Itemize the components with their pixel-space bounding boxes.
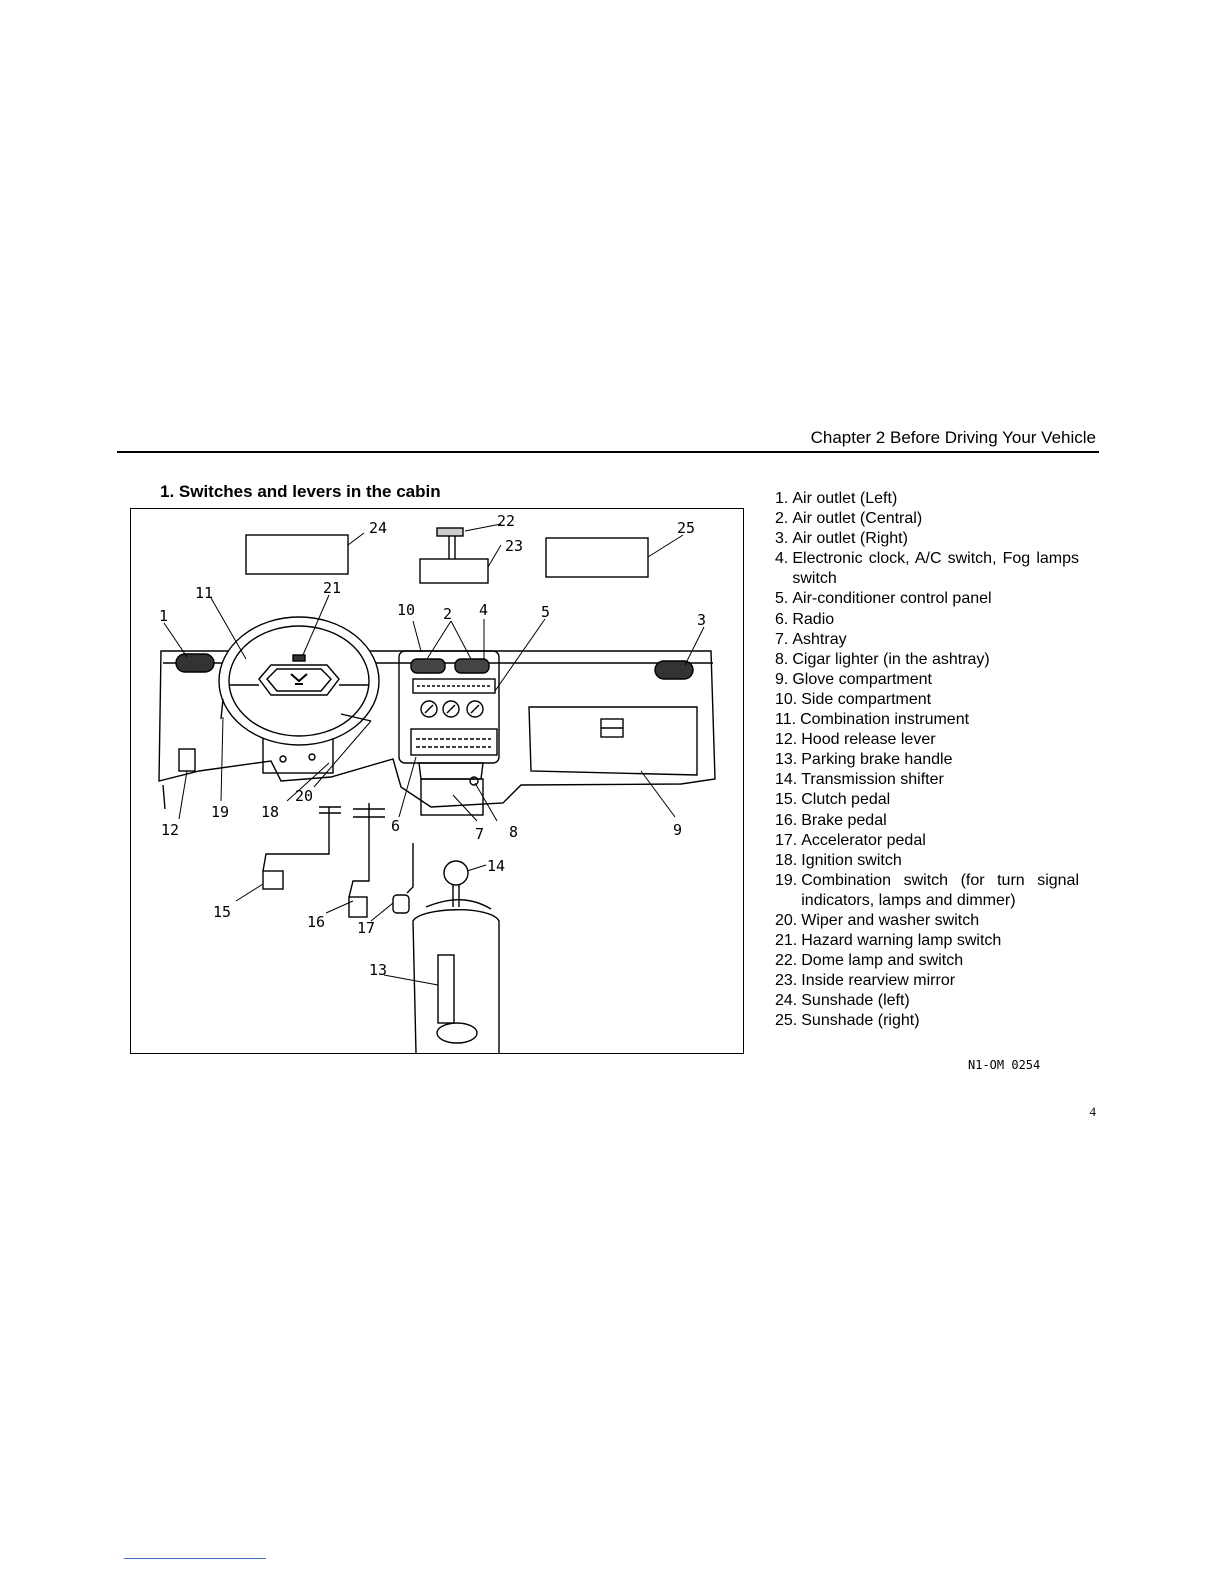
legend-item: 17.Accelerator pedal	[775, 831, 926, 849]
air-outlet-left	[175, 653, 215, 673]
glove-compartment	[528, 706, 698, 776]
parts-legend: 1.Air outlet (Left) 2.Air outlet (Centra…	[775, 489, 1079, 1032]
clutch-pedal	[262, 807, 330, 872]
figure-code: N1-OM 0254	[968, 1058, 1041, 1072]
callout-2: 2	[443, 605, 452, 623]
callout-13: 13	[369, 961, 387, 979]
callout-12: 12	[161, 821, 179, 839]
hood-release-lever	[178, 748, 196, 772]
accelerator-pedal	[406, 843, 414, 894]
callout-15: 15	[213, 903, 231, 921]
legend-item: 20.Wiper and washer switch	[775, 911, 980, 929]
legend-item: 22.Dome lamp and switch	[775, 952, 964, 970]
footnote-rule	[124, 1558, 266, 1559]
section-title: 1. Switches and levers in the cabin	[160, 482, 441, 501]
chapter-header: Chapter 2 Before Driving Your Vehicle	[810, 428, 1096, 447]
callout-14: 14	[487, 857, 505, 875]
callout-22: 22	[497, 512, 515, 530]
callout-16: 16	[307, 913, 325, 931]
callout-25: 25	[677, 519, 695, 537]
dome-lamp	[436, 527, 464, 537]
callout-10: 10	[397, 601, 415, 619]
legend-item: 1.Air outlet (Left)	[775, 490, 898, 507]
callout-11: 11	[195, 584, 213, 602]
parking-brake-handle	[437, 954, 455, 1024]
legend-item: 13.Parking brake handle	[775, 751, 953, 769]
callout-7: 7	[475, 825, 484, 843]
legend-item: 3.Air outlet (Right)	[775, 530, 908, 548]
legend-item: 2.Air outlet (Central)	[775, 510, 923, 528]
callout-3: 3	[697, 611, 706, 629]
legend-item: 18.Ignition switch	[775, 851, 902, 869]
sunshade-left	[245, 534, 349, 575]
header-rule	[117, 451, 1099, 453]
ac-knob-left	[420, 700, 438, 718]
legend-item: 10.Side compartment	[775, 690, 932, 708]
hazard-switch	[292, 654, 306, 662]
legend-item: 16.Brake pedal	[775, 811, 887, 829]
legend-item: 8.Cigar lighter (in the ashtray)	[775, 650, 990, 668]
callout-9: 9	[673, 821, 682, 839]
dashboard-outline	[158, 650, 716, 808]
legend-item: 25.Sunshade (right)	[775, 1012, 920, 1030]
rearview-mirror	[419, 558, 489, 584]
legend-item: 4.Electronic clock, A/C switch, Fog lamp…	[775, 550, 1079, 588]
ac-knob-right	[466, 700, 484, 718]
legend-item: 5.Air-conditioner control panel	[775, 590, 992, 608]
callout-23: 23	[505, 537, 523, 555]
callout-19: 19	[211, 803, 229, 821]
legend-item: 19.Combination switch (for turn signal i…	[775, 871, 1079, 909]
callout-20: 20	[295, 787, 313, 805]
callout-8: 8	[509, 823, 518, 841]
brake-pedal	[348, 803, 370, 898]
legend-item: 14.Transmission shifter	[775, 771, 944, 789]
callout-1: 1	[159, 607, 168, 625]
air-outlet-right	[654, 660, 694, 680]
legend-item: 23.Inside rearview mirror	[775, 972, 956, 990]
legend-item: 15.Clutch pedal	[775, 791, 891, 809]
clock-panel	[412, 678, 496, 694]
callout-24: 24	[369, 519, 387, 537]
legend-item: 21.Hazard warning lamp switch	[775, 932, 1002, 950]
callout-6: 6	[391, 817, 400, 835]
ac-knob-center	[442, 700, 460, 718]
legend-item: 9.Glove compartment	[775, 670, 932, 688]
legend-item: 6.Radio	[775, 610, 835, 628]
legend-item: 24.Sunshade (left)	[775, 992, 910, 1010]
sunshade-right	[545, 537, 649, 578]
callout-4: 4	[479, 601, 488, 619]
callout-21: 21	[323, 579, 341, 597]
cigar-lighter	[469, 776, 479, 786]
transmission-shifter	[443, 860, 469, 886]
center-console	[412, 909, 500, 1053]
radio-unit	[410, 728, 498, 756]
page-number: 4	[1089, 1104, 1097, 1119]
legend-item: 11.Combination instrument	[775, 711, 970, 729]
legend-item: 7.Ashtray	[775, 630, 847, 648]
callout-5: 5	[541, 603, 550, 621]
callout-18: 18	[261, 803, 279, 821]
legend-item: 12.Hood release lever	[775, 731, 936, 749]
callout-17: 17	[357, 919, 375, 937]
cabin-diagram: 24 22 25 23 11 21 1 10 2 4 5 3 12 19 18 …	[130, 508, 744, 1054]
